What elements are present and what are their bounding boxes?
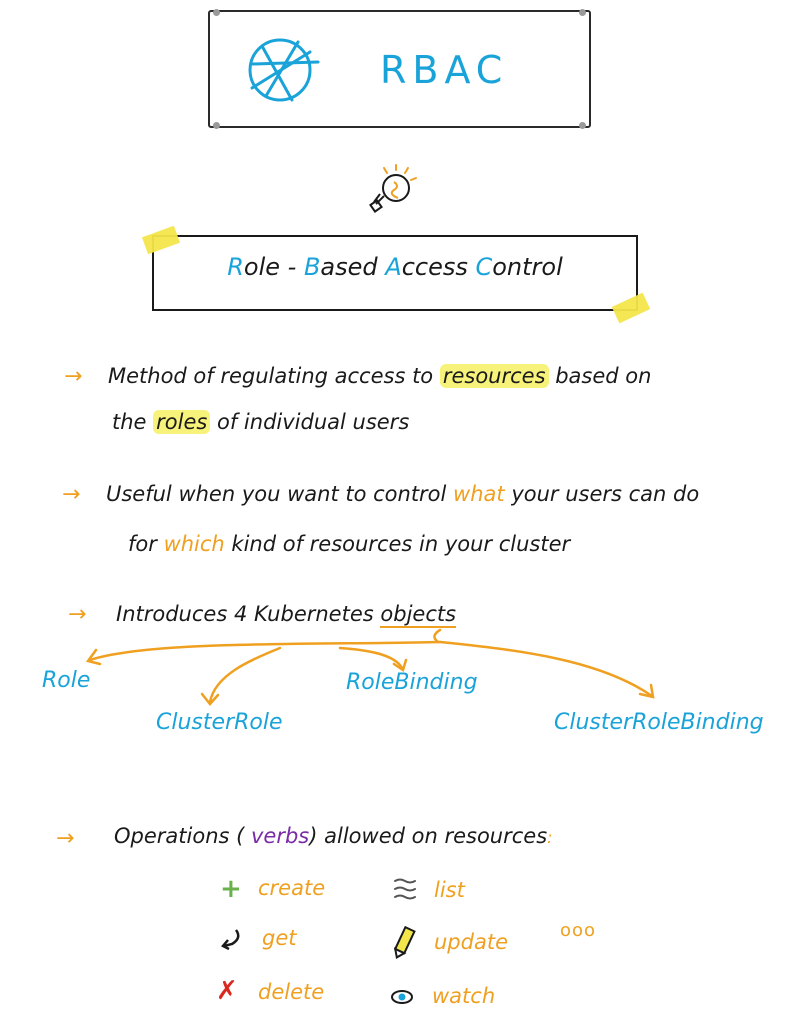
verb-create: create — [258, 876, 326, 900]
title-card — [208, 9, 591, 129]
text: Method of regulating access to — [108, 364, 440, 388]
pin-dot — [579, 9, 586, 16]
objects-word: objects — [380, 602, 457, 628]
text: of individual users — [210, 410, 410, 434]
arrow-right-icon: → — [64, 364, 83, 389]
highlight: resources — [439, 364, 549, 388]
text: for — [128, 532, 164, 556]
subtitle-banner — [141, 225, 651, 324]
word: ased — [320, 253, 386, 281]
cross-icon: ✗ — [216, 976, 238, 1006]
text: Useful when you want to control — [106, 482, 454, 506]
initial-letter: C — [475, 253, 493, 281]
branch-arrows — [85, 628, 655, 706]
pin-dot — [213, 9, 220, 16]
point1-line1: Method of regulating access to resources… — [108, 364, 651, 388]
object-rolebinding: RoleBinding — [346, 670, 478, 695]
verb-update: update — [434, 930, 508, 954]
initial-letter: A — [385, 253, 402, 281]
more-ellipsis: ooo — [560, 920, 597, 941]
colon: : — [547, 828, 553, 847]
point2-line1: Useful when you want to control what you… — [106, 482, 699, 506]
text: the — [112, 410, 154, 434]
list-lines-icon — [394, 878, 416, 900]
page-title: RBAC — [380, 48, 509, 92]
point3-line: Introduces 4 Kubernetes objects — [116, 602, 457, 628]
verb-get: get — [262, 926, 297, 950]
text: ) allowed on resources — [309, 824, 548, 848]
text: based on — [548, 364, 652, 388]
plus-icon: + — [220, 874, 242, 904]
emphasis: which — [163, 532, 225, 556]
pencil-icon — [393, 925, 416, 959]
verb-delete: delete — [258, 980, 325, 1004]
eye-icon — [391, 990, 413, 1004]
word: ole - — [243, 253, 304, 281]
arrow-right-icon: → — [68, 602, 87, 627]
object-role: Role — [42, 668, 91, 693]
text: your users can do — [504, 482, 700, 506]
object-clusterrole: ClusterRole — [156, 710, 283, 735]
pin-dot — [579, 122, 586, 129]
text: kind of resources in your cluster — [224, 532, 571, 556]
lightbulb-icon — [369, 164, 417, 213]
verb-watch: watch — [432, 984, 496, 1008]
word: ccess — [401, 253, 476, 281]
text: Operations ( — [114, 824, 251, 848]
initial-letter: B — [303, 253, 321, 281]
point4-line: Operations ( verbs) allowed on resources… — [114, 824, 553, 848]
word: ontrol — [492, 253, 563, 281]
arrow-right-icon: → — [56, 826, 75, 851]
point2-line2: for which kind of resources in your clus… — [128, 532, 570, 556]
verb-list: list — [434, 878, 465, 902]
emphasis: what — [453, 482, 505, 506]
arrow-right-icon: → — [62, 482, 81, 507]
pin-dot — [213, 122, 220, 129]
object-clusterrolebinding: ClusterRoleBinding — [554, 710, 764, 735]
banner-title: Role - Based Access Control — [152, 253, 638, 281]
point1-line2: the roles of individual users — [112, 410, 409, 434]
kubernetes-wheel-icon — [248, 38, 320, 102]
initial-letter: R — [227, 253, 244, 281]
highlight: roles — [153, 410, 211, 434]
text: Introduces 4 Kubernetes — [116, 602, 381, 626]
verbs-word: verbs — [251, 824, 310, 848]
return-arrow-icon — [221, 929, 240, 951]
